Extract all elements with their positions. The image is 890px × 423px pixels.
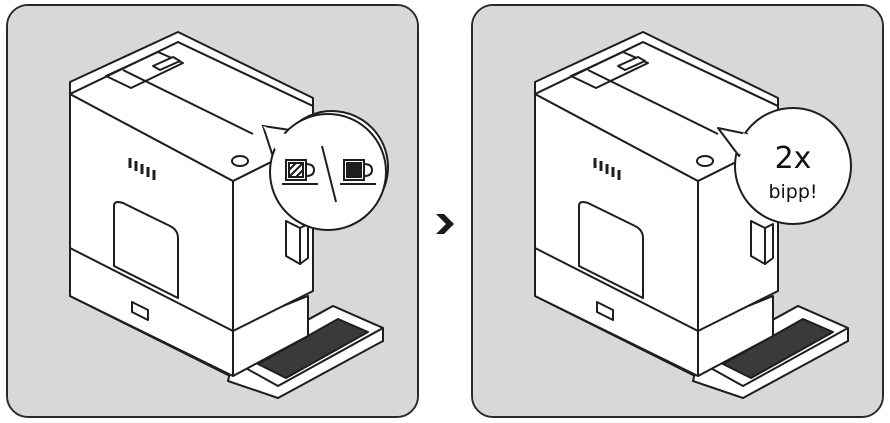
chevron-right-icon <box>436 214 454 234</box>
lid-handle <box>617 56 646 71</box>
vent-slots <box>593 158 621 180</box>
step-2-panel: 2x bipp! <box>471 4 884 418</box>
drip-tray-grid <box>722 318 834 379</box>
service-door <box>113 201 179 299</box>
coffee-machine-illustration <box>69 31 384 399</box>
drip-tray-grid <box>257 318 369 379</box>
service-door <box>578 201 644 299</box>
step-1-illustration <box>8 6 417 416</box>
power-button <box>696 155 714 167</box>
espresso-cup-icon <box>340 159 376 185</box>
lid-handle <box>152 56 181 71</box>
power-button <box>231 155 249 167</box>
separator-slash <box>321 145 337 203</box>
beep-sound-label: bipp! <box>768 181 817 203</box>
step-2-illustration: 2x bipp! <box>473 6 882 416</box>
coffee-spout <box>750 220 766 265</box>
speech-bubble <box>261 110 389 231</box>
vent-slots <box>128 158 156 180</box>
coffee-machine-illustration <box>534 31 849 399</box>
step-1-panel <box>6 4 419 418</box>
coffee-spout <box>285 220 301 265</box>
beep-count-label: 2x <box>775 141 812 176</box>
double-espresso-cup-icon <box>282 159 318 185</box>
speech-bubble: 2x bipp! <box>717 107 852 225</box>
